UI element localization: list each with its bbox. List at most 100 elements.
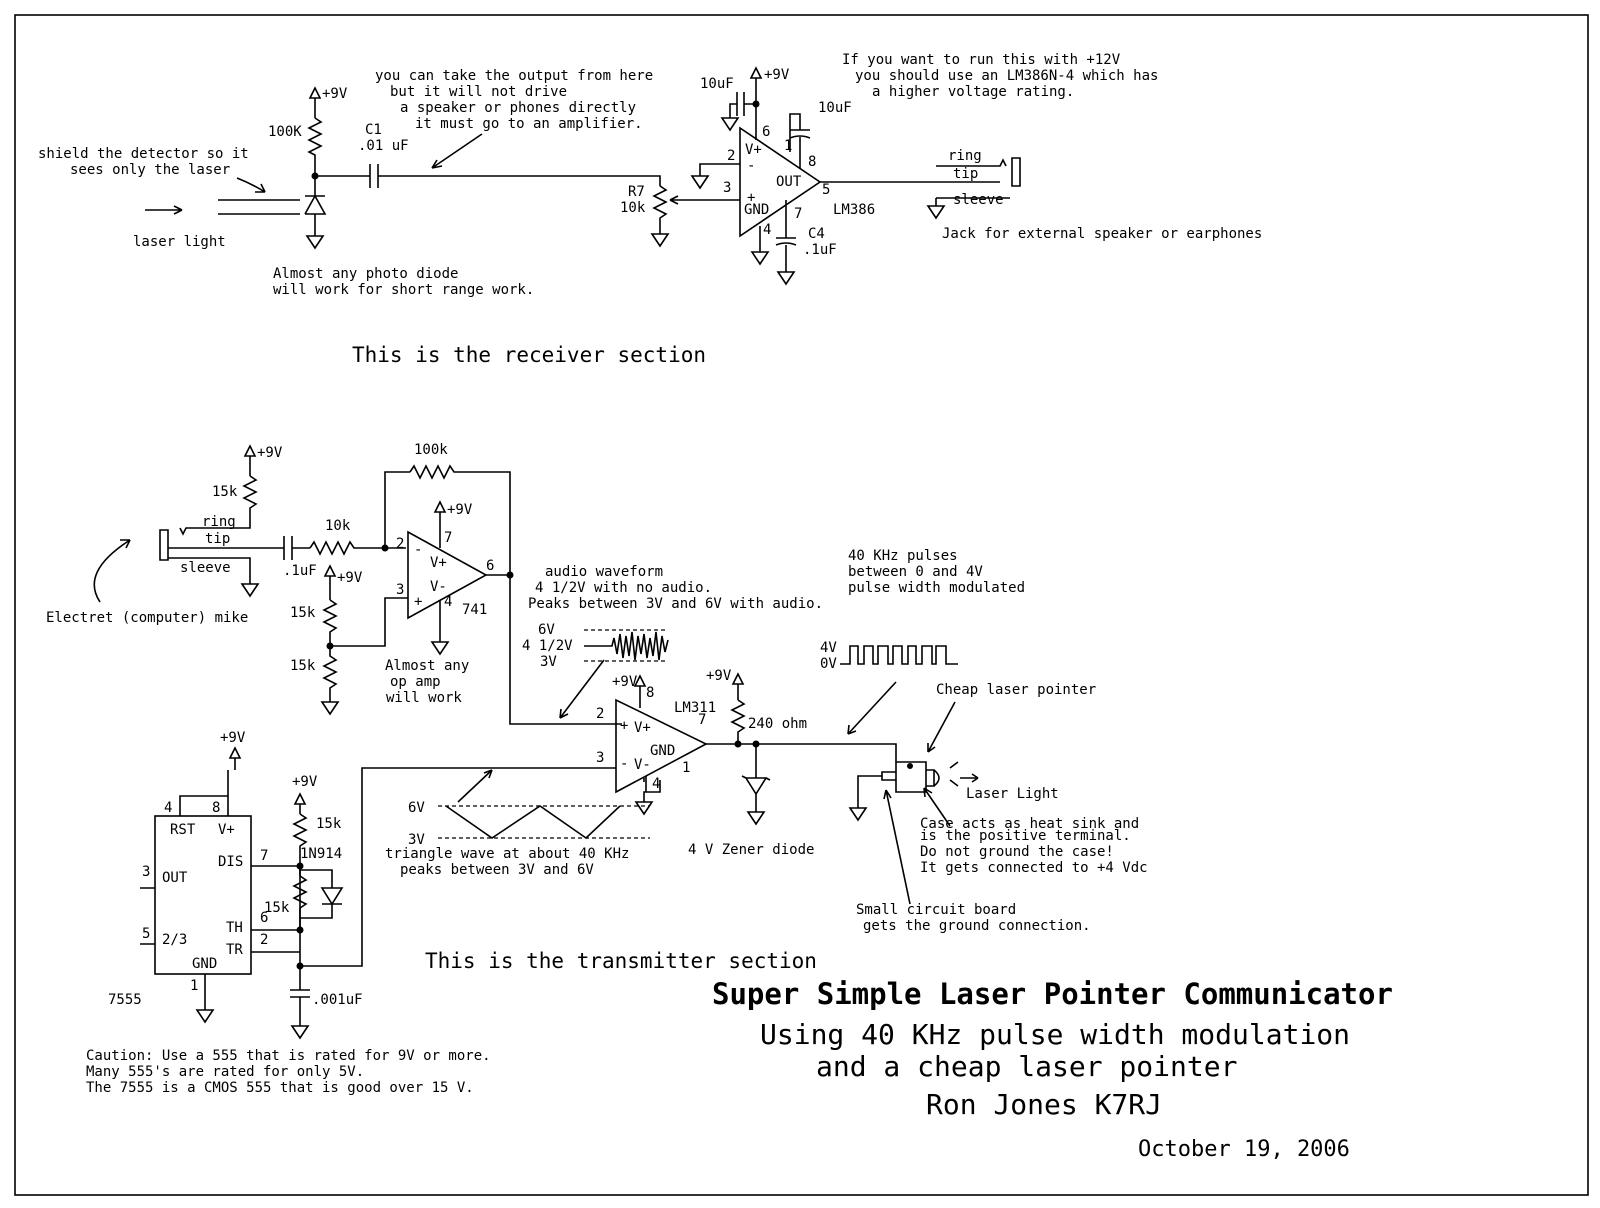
resistor-100k-fb-label: 100k	[414, 442, 448, 458]
cap-input-label: .1uF	[283, 563, 317, 579]
note-12v-line1: If you want to run this with +12V	[842, 52, 1121, 68]
ground-pin2	[690, 175, 710, 190]
note-12v-line3: a higher voltage rating.	[872, 84, 1074, 100]
lm311-plus: +	[620, 718, 628, 734]
resistor-15k-mic-label: 15k	[212, 484, 238, 500]
cap-001-label: .001uF	[312, 992, 363, 1008]
resistor-100k-fb	[409, 464, 511, 574]
zener-label: 4 V Zener diode	[688, 842, 814, 858]
lm386-plus: +	[747, 190, 755, 206]
laser-board-connection	[857, 771, 896, 808]
r7-wiper	[669, 195, 720, 205]
ground-pin4	[750, 251, 770, 266]
lm311-vminus: V-	[634, 757, 651, 773]
wire-lm311-pin4	[643, 776, 661, 802]
mike-arrow	[93, 539, 131, 603]
plus9v-label-7: +9V	[706, 668, 732, 684]
laser-light-label: laser light	[133, 234, 226, 250]
potentiometer-r7	[652, 185, 668, 234]
photodiode-note-line1: Almost any photo diode	[273, 266, 458, 282]
plus9v-arrow-9	[293, 792, 307, 814]
note-12v-line2: you should use an LM386N-4 which has	[855, 68, 1158, 84]
output-jack	[935, 157, 1021, 206]
plus9v-label-9: +9V	[292, 774, 318, 790]
title-author: Ron Jones K7RJ	[926, 1088, 1162, 1121]
audio-waveform	[584, 631, 669, 661]
cap-10uf-b-label: 10uF	[818, 100, 852, 116]
resistor-15k-mic	[179, 475, 258, 536]
wave-3v-label: 3V	[540, 654, 557, 670]
title-line3: and a cheap laser pointer	[816, 1050, 1237, 1083]
lm311-pin3: 3	[596, 750, 604, 766]
cap-c4	[775, 200, 797, 272]
c1-value: .01 uF	[358, 138, 409, 154]
wave-6v-label: 6V	[538, 622, 555, 638]
lm386-pin5: 5	[822, 182, 830, 198]
lm311-name: LM311	[674, 700, 716, 716]
laser-pointer-body	[895, 761, 940, 793]
lm311-pin8: 8	[646, 685, 654, 701]
title-date: October 19, 2006	[1138, 1137, 1350, 1162]
laser-light-tx-label: Laser Light	[966, 786, 1059, 802]
timer-out: OUT	[162, 870, 188, 886]
diode-1n914-label: 1N914	[300, 846, 342, 862]
opamp-note-line1: Almost any	[385, 658, 469, 674]
timer-pin8: 8	[212, 800, 220, 816]
cap-10uf-b	[789, 113, 811, 152]
opamp-741-pin7: 7	[444, 530, 452, 546]
output-note-arrow	[431, 133, 483, 169]
plus9v-arrow-4	[433, 500, 447, 548]
shield-note-line2: sees only the laser	[70, 162, 230, 178]
zener-diode	[741, 744, 771, 812]
drawing-border	[14, 14, 1589, 1196]
audio-note-line3: Peaks between 3V and 6V with audio.	[528, 596, 823, 612]
cap-001	[290, 966, 310, 1026]
pulse-waveform	[840, 645, 958, 665]
junction-741-out	[506, 571, 514, 579]
opamp-741-vplus: V+	[430, 555, 447, 571]
jack-sleeve-label: sleeve	[953, 192, 1004, 208]
plus9v-arrow-7	[731, 672, 745, 700]
laser-contact	[907, 763, 913, 769]
plus9v-arrow-1	[308, 86, 322, 118]
board-note-line2: gets the ground connection.	[863, 918, 1091, 934]
ground-timer	[195, 1009, 215, 1024]
jack-ring-label: ring	[948, 148, 982, 164]
plus9v-arrow-2	[749, 66, 763, 140]
timer-pin1: 1	[190, 978, 198, 994]
case-note-line2: is the positive terminal.	[920, 828, 1131, 844]
lm386-pin7: 7	[794, 206, 802, 222]
opamp-741-pin3: 3	[396, 582, 404, 598]
timer-pin4: 4	[164, 800, 172, 816]
output-note-line2: but it will not drive	[390, 84, 567, 100]
case-note-line1: Case acts as heat sink and	[920, 816, 1139, 832]
lm386-vplus: V+	[745, 142, 762, 158]
resistor-15k-t2-label: 15k	[264, 900, 290, 916]
timer-th: TH	[226, 920, 243, 936]
plus9v-label-2: +9V	[764, 67, 790, 83]
resistor-15k-div-bot-label: 15k	[290, 658, 316, 674]
pointer-label: Cheap laser pointer	[936, 682, 1096, 698]
ground-cap-001	[290, 1025, 310, 1040]
title-line2: Using 40 KHz pulse width modulation	[760, 1018, 1350, 1051]
receiver-section: you can take the output from here but it…	[38, 52, 1262, 367]
laser-light-arrow	[145, 205, 183, 215]
tri-3v-label: 3V	[408, 832, 425, 848]
ground-zener	[746, 811, 766, 826]
plus9v-label-6: +9V	[612, 674, 638, 690]
wire-pin2	[699, 163, 740, 176]
opamp-741-plus: +	[414, 594, 422, 610]
lm311-pin4: 4	[652, 776, 660, 792]
pointer-arrow	[927, 701, 956, 753]
lm386-name: LM386	[833, 202, 875, 218]
plus9v-label-4: +9V	[447, 502, 473, 518]
ground-divider	[320, 701, 340, 716]
ground-c4	[776, 271, 796, 286]
board-note-arrow	[883, 789, 911, 905]
opamp-741-pin2: 2	[396, 536, 404, 552]
transmitter-section-label: This is the transmitter section	[425, 949, 817, 973]
plus9v-arrow-6	[633, 674, 647, 708]
resistor-100k-label: 100K	[268, 124, 302, 140]
case-note-line3: Do not ground the case!	[920, 844, 1114, 860]
